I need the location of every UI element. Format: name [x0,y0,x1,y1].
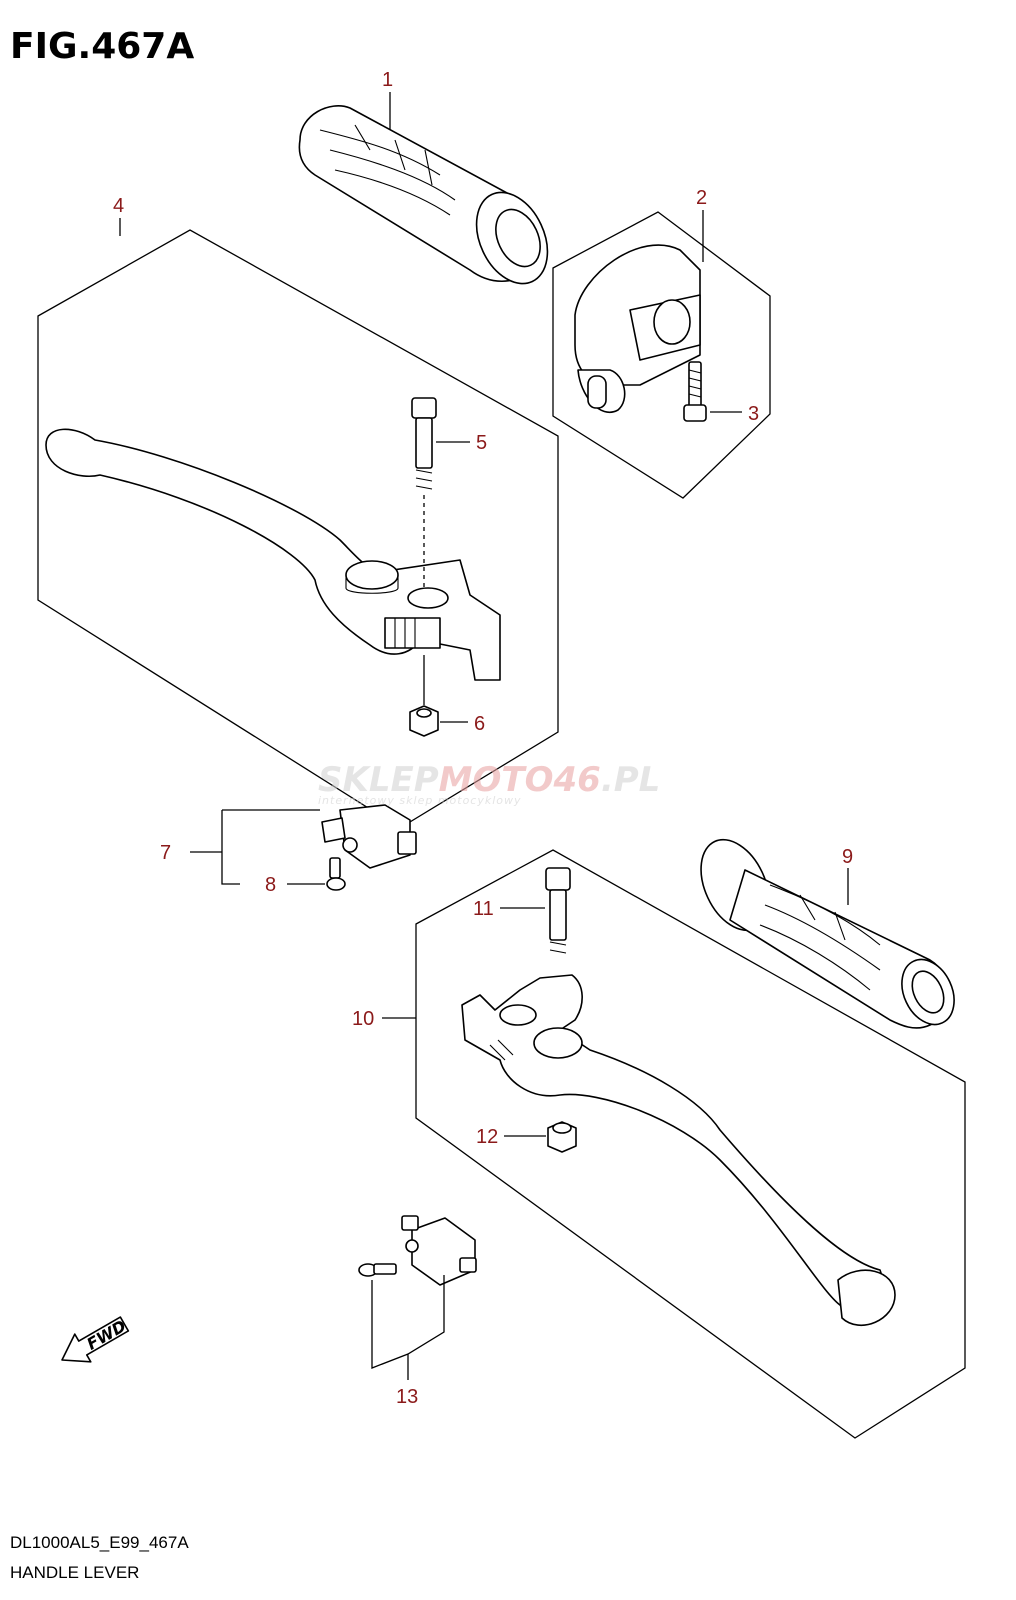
bolt-part-11 [545,867,571,954]
hex-frame-part-10 [415,849,966,1439]
callout-6: 6 [474,713,485,735]
screw-part-8 [326,857,346,891]
switch-part-7 [321,804,417,869]
callout-8: 8 [265,874,276,896]
callout-1: 1 [382,69,393,91]
callout-10: 10 [352,1008,374,1030]
figure-code: DL1000AL5_E99_467A [10,1533,189,1552]
callout-7: 7 [160,842,171,864]
leader-13 [371,1275,445,1380]
callout-12: 12 [476,1126,498,1148]
callout-11: 11 [473,898,494,920]
callout-2: 2 [696,187,707,209]
hex-frame-part-2 [552,211,771,499]
watermark-brand-b: MOTO [439,760,554,800]
watermark-tagline: internetowy sklep motocyklowy [318,794,522,807]
figure-title: FIG.467A [10,26,194,67]
callout-3: 3 [748,403,759,425]
switch-housing-part-2 [574,244,701,413]
leader-7-8 [190,809,325,885]
watermark-brand-c: 46 [553,760,601,800]
clutch-lever-part-10 [461,974,896,1327]
screw-part-3 [683,361,707,422]
watermark: SKLEPMOTO46.PL internetowy sklep motocyk… [318,760,660,807]
callout-4: 4 [113,195,124,217]
brake-lever-part-4 [45,428,501,681]
callout-9: 9 [842,846,853,868]
watermark-brand-d: .PL [601,760,661,800]
fwd-label: FWD [83,1316,129,1353]
grip-left-part-9 [700,838,955,1029]
grip-right-part-1 [298,105,549,285]
nut-part-6 [409,655,439,737]
callout-13: 13 [396,1386,418,1408]
nut-part-12 [547,1121,577,1153]
figure-name: HANDLE LEVER [10,1563,139,1582]
bolt-part-5 [411,397,437,590]
svg-text:SKLEPMOTO46.PL: SKLEPMOTO46.PL [318,760,660,800]
switch-part-13 [401,1215,477,1286]
watermark-brand-a: SKLEP [318,760,439,800]
fwd-arrow-badge: FWD [61,1316,129,1363]
hex-frame-part-4 [37,229,559,829]
screw-part-13 [358,1263,397,1277]
callout-5: 5 [476,432,487,454]
